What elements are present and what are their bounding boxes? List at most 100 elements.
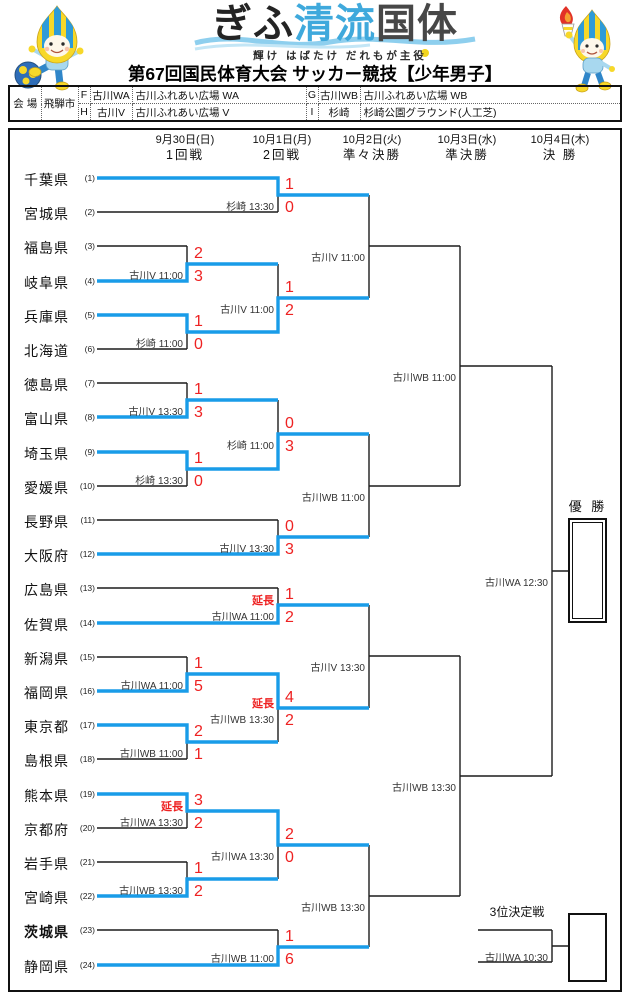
round-2-date: 10月1日(月) xyxy=(252,134,312,146)
match-r1-5-score-bottom: 5 xyxy=(194,678,203,695)
match-r1-4-score-top: 1 xyxy=(194,450,203,467)
venue-code: F xyxy=(77,85,91,104)
quarterfinal-3-venue: 古川V 13:30 xyxy=(310,663,365,674)
match-r2-2-score-top: 1 xyxy=(285,279,294,296)
match-r1-5-venue: 古川WA 11:00 xyxy=(120,681,183,692)
team-9-seed: (9) xyxy=(84,447,95,457)
logo-text-kokutai: 国体 xyxy=(376,2,458,46)
round-f-date: 10月4日(木) xyxy=(530,134,590,146)
champion-box xyxy=(568,518,607,623)
logo-wave-decoration xyxy=(194,36,476,51)
match-r1-3-score-bottom: 3 xyxy=(194,404,203,421)
match-r1-1-score-top: 2 xyxy=(194,245,203,262)
champion-box-inner xyxy=(572,522,603,619)
round-1-date: 9月30日(日) xyxy=(155,134,215,146)
venue-table-label: 会 場 xyxy=(8,85,42,122)
match-r2-3-score-top: 0 xyxy=(285,415,294,432)
team-16-name: 福岡県 xyxy=(24,685,69,701)
mascot-right-illustration xyxy=(559,6,615,93)
match-r1-7-extra-time-label: 延長 xyxy=(161,801,183,813)
team-8-seed: (8) xyxy=(84,412,95,422)
quarterfinal-4-venue: 古川WB 13:30 xyxy=(301,903,365,914)
team-22-seed: (22) xyxy=(79,891,95,901)
team-22-name: 宮崎県 xyxy=(24,890,69,906)
team-23-name: 茨城県 xyxy=(24,924,69,940)
match-r1-2-score-top: 1 xyxy=(194,313,203,330)
match-r2-2-score-bottom: 2 xyxy=(285,302,294,319)
match-r2-7-score-top: 2 xyxy=(285,826,294,843)
team-18-seed: (18) xyxy=(79,754,95,764)
match-r1-1-venue: 古川V 11:00 xyxy=(129,271,183,282)
match-r1-6-score-bottom: 1 xyxy=(194,746,203,763)
venue-table: 会 場 飛騨市 F 古川WA 古川ふれあい広場 WA G 古川WB 古川ふれあい… xyxy=(8,85,622,122)
match-r2-8-venue: 古川WB 11:00 xyxy=(210,954,274,965)
match-r2-6-venue: 古川WB 13:30 xyxy=(210,715,274,726)
team-10-seed: (10) xyxy=(79,481,95,491)
match-r1-4-venue: 杉崎 13:30 xyxy=(135,476,183,487)
venue-short: 古川WB xyxy=(317,85,361,104)
match-r2-5-extra-time-label: 延長 xyxy=(252,595,274,607)
match-r1-8-score-bottom: 2 xyxy=(194,883,203,900)
quarterfinal-2-venue: 古川WB 11:00 xyxy=(301,493,365,504)
team-13-seed: (13) xyxy=(79,583,95,593)
team-11-name: 長野県 xyxy=(24,514,69,530)
match-r1-8-venue: 古川WB 13:30 xyxy=(119,886,183,897)
match-r1-3-score-top: 1 xyxy=(194,381,203,398)
match-r1-5-score-top: 1 xyxy=(194,655,203,672)
match-r2-7-score-bottom: 0 xyxy=(285,849,294,866)
third-place-venue: 古川WA 10:30 xyxy=(485,953,548,964)
round-1-name: 1回戦 xyxy=(166,148,204,162)
logo-text-seiryu: 清流 xyxy=(294,2,376,46)
team-12-name: 大阪府 xyxy=(24,548,69,564)
match-r1-7-score-top: 3 xyxy=(194,792,203,809)
team-14-seed: (14) xyxy=(79,618,95,628)
logo-yellow-dot xyxy=(421,49,429,57)
match-r2-4-score-bottom: 3 xyxy=(285,541,294,558)
team-19-name: 熊本県 xyxy=(24,788,69,804)
team-13-name: 広島県 xyxy=(24,582,69,598)
venue-short: 古川WA xyxy=(89,85,133,104)
team-17-name: 東京都 xyxy=(24,719,69,735)
team-4-seed: (4) xyxy=(84,276,95,286)
match-r1-7-venue: 古川WA 13:30 xyxy=(120,818,183,829)
round-f-name: 決 勝 xyxy=(542,148,578,162)
team-20-seed: (20) xyxy=(79,823,95,833)
third-place-box xyxy=(568,913,607,982)
venue-short: 杉崎 xyxy=(317,103,361,122)
match-r1-6-score-top: 2 xyxy=(194,723,203,740)
team-8-name: 富山県 xyxy=(24,411,69,427)
bracket-frame xyxy=(8,128,622,992)
quarterfinal-1-venue: 古川V 11:00 xyxy=(311,253,365,264)
match-r1-1-score-bottom: 3 xyxy=(194,268,203,285)
match-r2-3-score-bottom: 3 xyxy=(285,438,294,455)
final-venue: 古川WA 12:30 xyxy=(485,578,548,589)
team-11-seed: (11) xyxy=(80,515,96,525)
team-1-seed: (1) xyxy=(84,173,95,183)
match-r2-6-extra-time-label: 延長 xyxy=(252,698,274,710)
team-19-seed: (19) xyxy=(79,789,95,799)
match-r1-4-score-bottom: 0 xyxy=(194,473,203,490)
venue-full: 古川ふれあい広場 WB xyxy=(359,85,622,104)
match-r2-3-venue: 杉崎 11:00 xyxy=(226,441,274,452)
team-24-name: 静岡県 xyxy=(24,959,69,975)
third-place-label: 3位決定戦 xyxy=(489,905,545,919)
match-r2-6-score-top: 4 xyxy=(285,689,294,706)
round-sf-name: 準決勝 xyxy=(445,148,489,162)
team-18-name: 島根県 xyxy=(24,753,69,769)
match-r2-5-score-top: 1 xyxy=(285,586,294,603)
team-1-name: 千葉県 xyxy=(24,172,69,188)
match-r1-7-score-bottom: 2 xyxy=(194,815,203,832)
team-7-seed: (7) xyxy=(84,378,95,388)
round-sf-date: 10月3日(水) xyxy=(437,134,497,146)
semifinal-1-venue: 古川WB 11:00 xyxy=(392,373,456,384)
match-r1-6-venue: 古川WB 11:00 xyxy=(119,749,183,760)
team-21-name: 岩手県 xyxy=(24,856,69,872)
team-12-seed: (12) xyxy=(79,549,95,559)
match-r2-8-score-top: 1 xyxy=(285,928,294,945)
match-r2-1-venue: 杉崎 13:30 xyxy=(226,202,274,213)
venue-code: G xyxy=(305,85,319,104)
venue-full: 古川ふれあい広場 WA xyxy=(131,85,307,104)
match-r2-5-venue: 古川WA 11:00 xyxy=(211,612,274,623)
team-14-name: 佐賀県 xyxy=(24,617,69,633)
venue-full: 杉崎公園グラウンド(人工芝) xyxy=(359,103,622,122)
